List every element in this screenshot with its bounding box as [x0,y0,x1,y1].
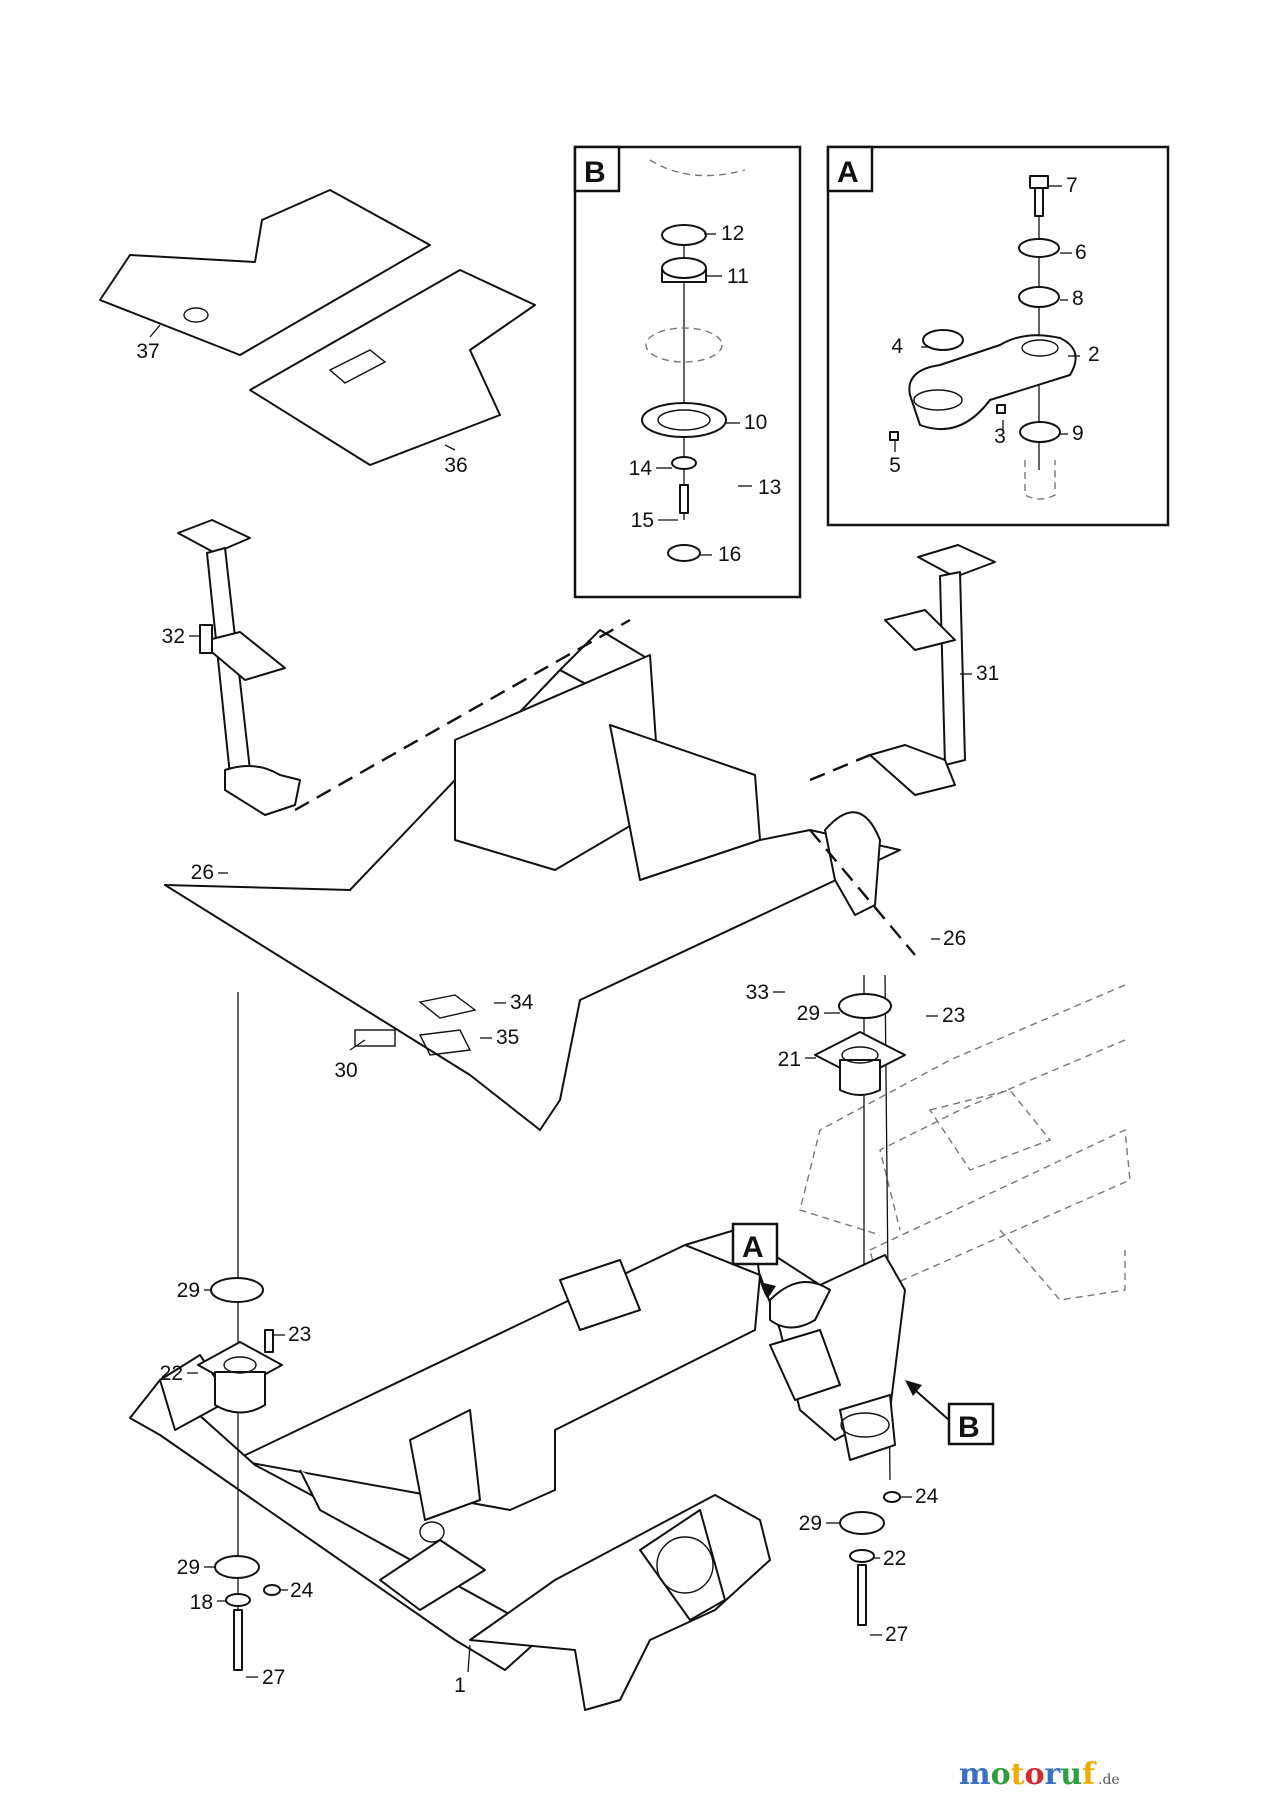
part-label-6: 6 [1075,241,1087,264]
part-label-24: 24 [915,1485,939,1508]
part-label-12: 12 [721,222,744,245]
watermark-letter: u [1060,1757,1082,1792]
watermark-letter: o [1024,1757,1044,1792]
leader-line-36 [444,444,456,451]
watermark-brand: motoruf [959,1757,1097,1792]
inset-b-tag: B [584,156,606,189]
background-chassis-outline [799,984,1131,1301]
inset-b-frame: B [573,145,802,599]
rops-leg-31 [869,544,996,796]
part-label-36: 36 [444,454,467,477]
part-label-29: 29 [799,1512,822,1535]
rops-leg-32 [177,519,301,816]
part-label-27: 27 [262,1666,285,1689]
part-label-13: 13 [758,476,781,499]
callout-a-label: A [742,1231,764,1264]
part-label-33: 33 [746,981,769,1004]
part-label-29: 29 [177,1279,200,1302]
part-label-7: 7 [1066,174,1078,197]
part-label-27: 27 [885,1623,908,1646]
operator-platform-30 [164,629,901,1131]
inset-a-tag: A [837,156,859,189]
part-label-22: 22 [883,1547,906,1570]
inset-a-frame: A [826,145,1170,527]
part-label-26: 26 [191,861,214,884]
watermark-letter: o [991,1757,1011,1792]
part-label-24: 24 [290,1579,314,1602]
leader-line-30 [349,1039,366,1051]
mount-stack-left [197,992,283,1671]
floor-mat-36 [249,269,536,466]
part-label-37: 37 [136,340,159,363]
part-label-32: 32 [162,625,185,648]
motoruf-watermark: motoruf .de [959,1757,1120,1792]
part-label-34: 34 [510,991,534,1014]
watermark-letter: f [1082,1757,1097,1792]
part-label-16: 16 [718,543,741,566]
part-label-31: 31 [976,662,999,685]
callout-b: B [905,1380,995,1446]
part-label-14: 14 [629,457,653,480]
watermark-letter: t [1011,1757,1025,1792]
part-label-4: 4 [891,335,903,358]
part-label-11: 11 [727,265,749,288]
part-label-26: 26 [943,927,966,950]
part-label-15: 15 [631,509,654,532]
watermark-letter: r [1044,1757,1061,1792]
part-label-30: 30 [334,1059,357,1082]
part-label-1: 1 [454,1674,466,1697]
callout-a: A [731,1222,779,1299]
floor-mat-37 [99,189,431,356]
watermark-letter: m [959,1757,991,1792]
part-label-22: 22 [160,1362,183,1385]
leader-line-37 [149,324,161,338]
part-label-2: 2 [1088,343,1100,366]
part-label-29: 29 [797,1002,820,1025]
part-label-29: 29 [177,1556,200,1579]
part-label-35: 35 [496,1026,519,1049]
part-label-18: 18 [190,1591,213,1614]
part-label-9: 9 [1072,422,1084,445]
part-label-8: 8 [1072,287,1084,310]
part-label-23: 23 [288,1323,311,1346]
part-label-23: 23 [942,1004,965,1027]
part-label-5: 5 [889,454,901,477]
part-labels: 1234567891011121314151618212222232324242… [136,174,1099,1697]
part-label-3: 3 [994,425,1006,448]
part-label-21: 21 [778,1048,801,1071]
part-label-10: 10 [744,411,767,434]
rops-alignment-lines [294,618,916,956]
leader-line-1 [467,1644,471,1673]
callout-b-label: B [958,1411,980,1444]
watermark-suffix: .de [1098,1772,1120,1788]
